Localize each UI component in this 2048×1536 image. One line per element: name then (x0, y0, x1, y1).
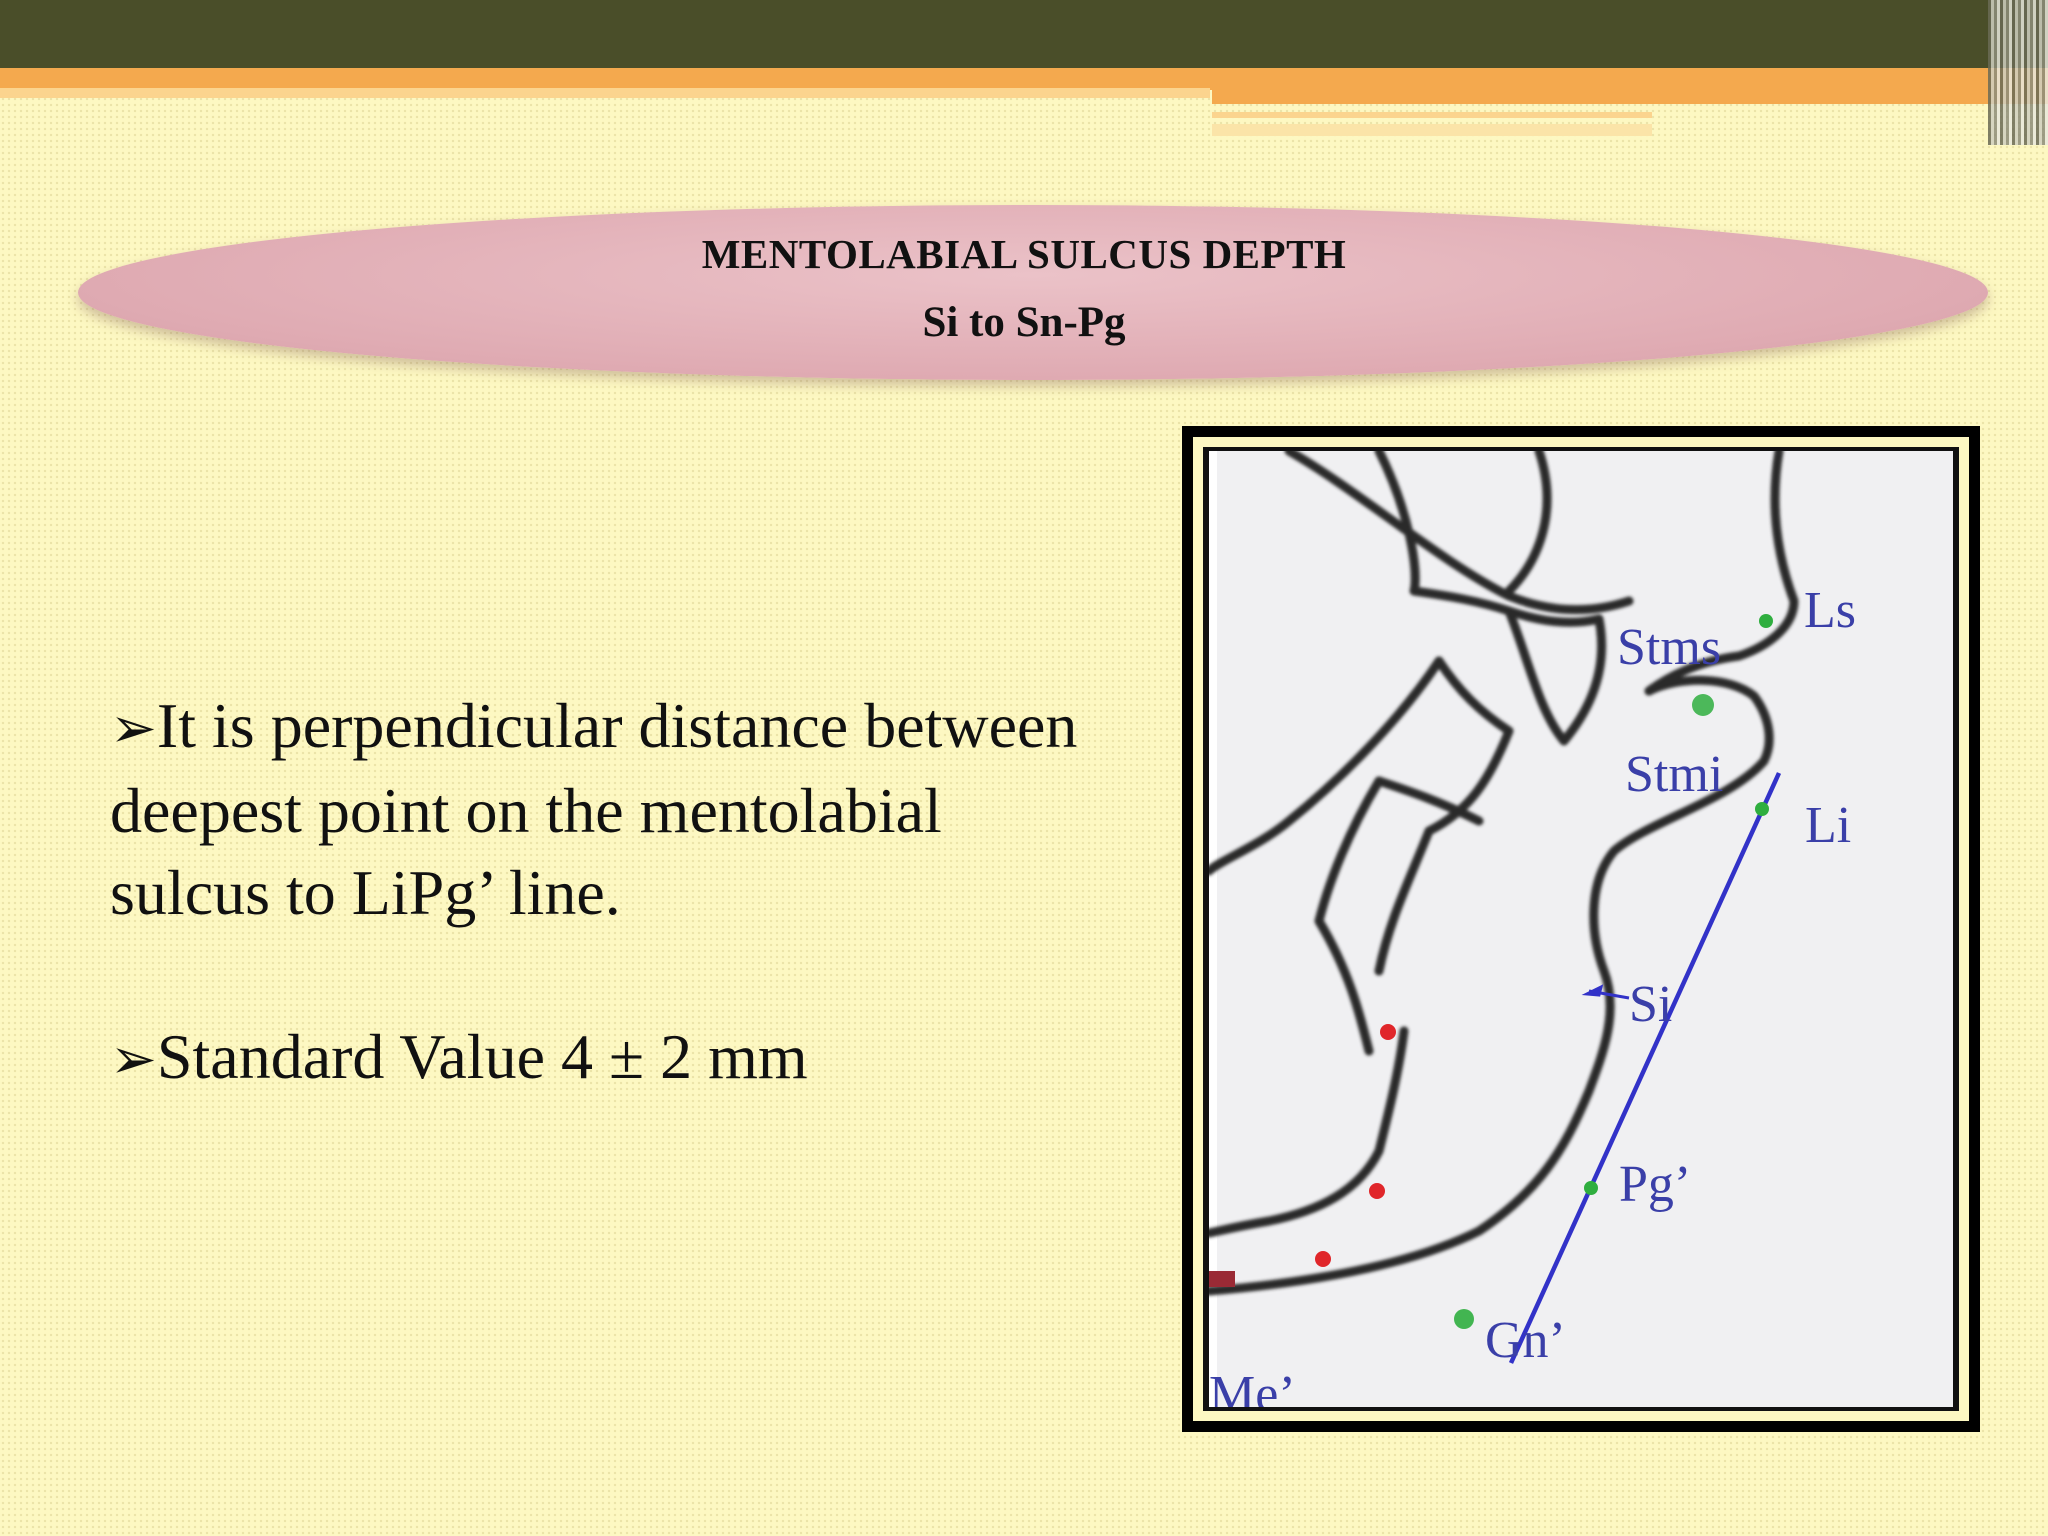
accent-stripe-light (0, 88, 1210, 98)
red-mark-edge (1209, 1271, 1235, 1287)
tooth-root-outline (1504, 451, 1552, 596)
bullet-item-standard-value: ➢Standard Value 4 ± 2 mm (110, 1016, 1090, 1101)
bony-chin-outline (1209, 1026, 1409, 1238)
decorative-edge-lines (1988, 0, 2048, 145)
slide-subtitle: Si to Sn-Pg (922, 299, 1126, 346)
tooth-crown-outline (1374, 451, 1514, 616)
lower-lip-profile (1209, 675, 1774, 1296)
red-point-2 (1369, 1183, 1385, 1199)
label-li: Li (1805, 797, 1851, 854)
lower-incisor-outline (1209, 656, 1444, 876)
label-ls: Ls (1804, 582, 1856, 639)
label-stmi: Stmi (1625, 746, 1723, 803)
label-si: Si (1629, 976, 1672, 1033)
cephalometric-tracing-figure: Ls Stms Stmi Li Si Pg’ Gn’ Me’ (1209, 451, 1953, 1407)
point-stm (1692, 694, 1714, 716)
accent-stripe (0, 68, 2048, 90)
point-gn (1454, 1309, 1474, 1329)
bullet-item-definition: ➢It is perpendicular distance between de… (110, 685, 1090, 934)
upper-lip-profile (1644, 451, 1799, 696)
accent-stripe-pale (1212, 124, 1652, 136)
green-landmark-points (1454, 614, 1773, 1329)
slide-title: MENTOLABIAL SULCUS DEPTH (701, 231, 1347, 277)
point-ls (1759, 614, 1773, 628)
arrow-bullet-icon: ➢ (110, 698, 157, 760)
bullet-text: It is perpendicular distance between dee… (110, 690, 1078, 928)
top-banner-bar (0, 0, 2048, 68)
label-gn: Gn’ (1485, 1312, 1566, 1369)
title-banner (78, 205, 1988, 380)
arrow-bullet-icon: ➢ (110, 1029, 157, 1091)
point-pg (1584, 1181, 1598, 1195)
accent-stripe-thin (1212, 112, 1652, 118)
bullet-list: ➢It is perpendicular distance between de… (110, 685, 1090, 1101)
red-landmark-points (1209, 1024, 1396, 1287)
accent-stripe-right (1212, 90, 2048, 104)
label-pg: Pg’ (1619, 1156, 1691, 1213)
point-li (1755, 802, 1769, 816)
li-pg-reference-line (1508, 772, 1782, 1364)
lower-incisor-band (1374, 776, 1484, 826)
si-arrow-icon (1581, 984, 1630, 1000)
lower-incisor-root (1314, 776, 1384, 1056)
red-point-1 (1380, 1024, 1396, 1040)
label-me: Me’ (1209, 1366, 1296, 1407)
bullet-text: Standard Value 4 ± 2 mm (156, 1021, 808, 1092)
label-stms: Stms (1617, 619, 1721, 676)
red-point-3 (1315, 1251, 1331, 1267)
lower-incisor-root-inner (1374, 826, 1434, 976)
incisor-edge (1504, 606, 1607, 746)
upper-incisor-outline (1284, 451, 1634, 615)
